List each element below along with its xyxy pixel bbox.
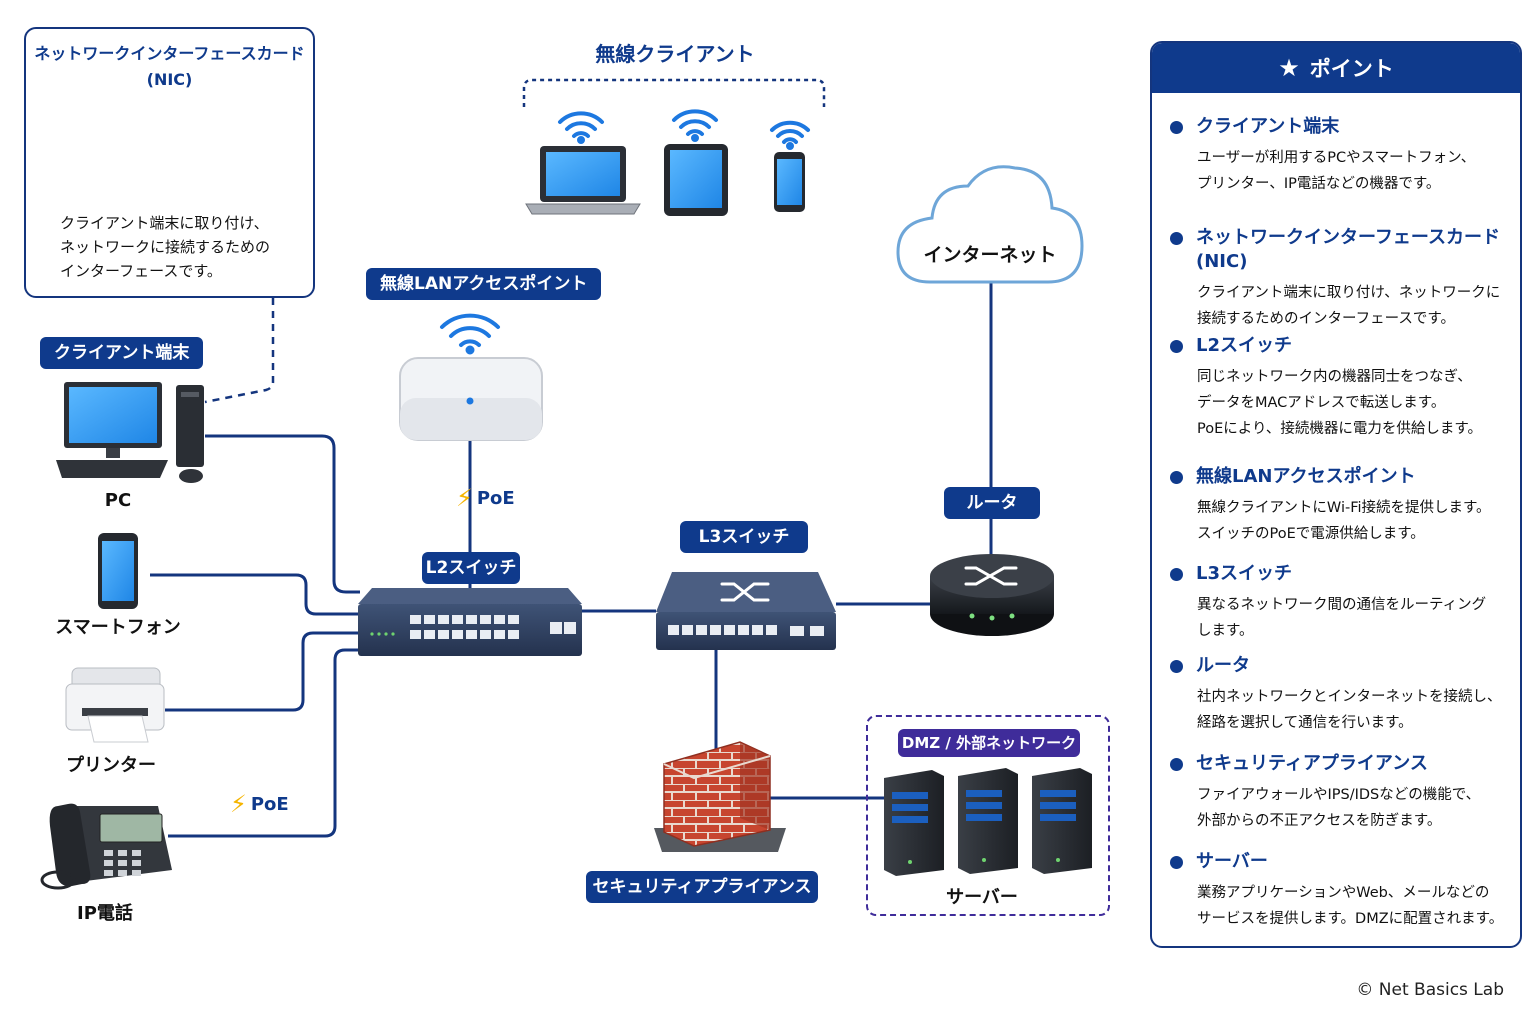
point-line: 経路を選択して通信を行います。 xyxy=(1197,715,1413,731)
nic-dashed-connector xyxy=(204,298,275,404)
router-arrows-icon xyxy=(964,566,1018,586)
point-title: 無線LANアクセスポイント xyxy=(1168,465,1516,489)
l2-switch-image xyxy=(358,588,582,656)
dmz-tag: DMZ / 外部ネットワーク xyxy=(898,729,1080,757)
point-title: ルータ xyxy=(1168,654,1516,678)
point-line: 同じネットワーク内の機器同士をつなぎ、 xyxy=(1197,369,1472,385)
point-line: PoEにより、接続機器に電力を供給します。 xyxy=(1197,421,1482,437)
point-item: サーバー 業務アプリケーションやWeb、メールなどの サービスを提供します。DM… xyxy=(1168,850,1516,932)
printer-image xyxy=(65,667,165,743)
points-header: ★ ポイント xyxy=(1152,43,1520,93)
lightning-icon: ⚡ xyxy=(230,790,247,818)
server-label: サーバー xyxy=(946,887,1018,908)
point-line: サービスを提供します。DMZに配置されます。 xyxy=(1197,911,1504,927)
nic-title-line2: (NIC) xyxy=(146,70,193,89)
point-title: クライアント端末 xyxy=(1168,115,1516,139)
point-line: 業務アプリケーションやWeb、メールなどの xyxy=(1197,885,1490,901)
client-terminal-tag: クライアント端末 xyxy=(40,337,204,369)
switch-arrows-icon xyxy=(720,582,770,602)
point-title: サーバー xyxy=(1168,850,1516,874)
point-item: L3スイッチ 異なるネットワーク間の通信をルーティング します。 xyxy=(1168,562,1516,644)
point-item: 無線LANアクセスポイント 無線クライアントにWi-Fi接続を提供します。 スイ… xyxy=(1168,465,1516,547)
nic-desc-line2: ネットワークに接続するための xyxy=(60,238,271,256)
point-line: 接続するためのインターフェースです。 xyxy=(1197,311,1455,327)
point-title: ネットワークインターフェースカード(NIC) xyxy=(1168,226,1516,274)
wifi-icons xyxy=(440,109,810,355)
copyright: © Net Basics Lab xyxy=(1356,980,1504,1000)
poe-ap-text: PoE xyxy=(476,488,515,509)
lightning-icon: ⚡ xyxy=(456,484,473,512)
point-desc: 無線クライアントにWi-Fi接続を提供します。 スイッチのPoEで電源供給します… xyxy=(1168,495,1516,547)
l2-switch-tag: L2スイッチ xyxy=(422,552,520,584)
point-line: 無線クライアントにWi-Fi接続を提供します。 xyxy=(1197,500,1491,516)
point-line: 社内ネットワークとインターネットを接続し、 xyxy=(1197,689,1502,705)
router-image xyxy=(930,554,1054,636)
smartphone-image xyxy=(98,533,138,609)
point-desc: 同じネットワーク内の機器同士をつなぎ、 データをMACアドレスで転送します。 P… xyxy=(1168,364,1516,442)
point-line: 外部からの不正アクセスを防ぎます。 xyxy=(1197,813,1442,829)
line-ipphone-l2 xyxy=(168,648,360,838)
ip-phone-image xyxy=(40,803,172,890)
line-printer-l2 xyxy=(165,631,360,712)
point-line: プリンター、IP電話などの機器です。 xyxy=(1197,176,1441,192)
point-title: セキュリティアプライアンス xyxy=(1168,752,1516,776)
star-icon: ★ xyxy=(1278,54,1300,82)
point-desc: ファイアウォールやIPS/IDSなどの機能で、 外部からの不正アクセスを防ぎます… xyxy=(1168,782,1516,834)
point-desc: 異なるネットワーク間の通信をルーティング します。 xyxy=(1168,592,1516,644)
firewall-image xyxy=(654,741,786,852)
point-desc: クライアント端末に取り付け、ネットワークに 接続するためのインターフェースです。 xyxy=(1168,280,1516,332)
points-panel: ★ ポイント クライアント端末 ユーザーが利用するPCやスマートフォン、 プリン… xyxy=(1150,41,1522,948)
point-line: クライアント端末に取り付け、ネットワークに xyxy=(1197,285,1501,301)
point-desc: ユーザーが利用するPCやスマートフォン、 プリンター、IP電話などの機器です。 xyxy=(1168,145,1516,197)
phone-image xyxy=(774,152,805,212)
line-pc-l2 xyxy=(205,434,360,594)
point-desc: 社内ネットワークとインターネットを接続し、 経路を選択して通信を行います。 xyxy=(1168,684,1516,736)
point-desc: 業務アプリケーションやWeb、メールなどの サービスを提供します。DMZに配置さ… xyxy=(1168,880,1516,932)
l3-switch-tag: L3スイッチ xyxy=(680,521,808,553)
cloud-image xyxy=(896,165,1084,284)
pc-image xyxy=(56,382,204,483)
poe-ap-label: ⚡PoE xyxy=(456,484,515,512)
nic-desc-line3: インターフェースです。 xyxy=(60,262,222,280)
poe-phone-label: ⚡PoE xyxy=(230,790,289,818)
nic-callout: ネットワークインターフェースカード (NIC) クライアント端末に取り付け、 ネ… xyxy=(24,27,315,298)
l3-switch-image xyxy=(656,572,836,650)
nic-desc-line1: クライアント端末に取り付け、 xyxy=(60,214,269,232)
point-title: L3スイッチ xyxy=(1168,562,1516,586)
point-line: 異なるネットワーク間の通信をルーティング xyxy=(1197,597,1487,613)
printer-label: プリンター xyxy=(66,755,156,776)
ip-phone-label: IP電話 xyxy=(77,903,133,924)
router-tag: ルータ xyxy=(944,487,1040,519)
pc-label: PC xyxy=(104,490,132,511)
wireless-clients-title: 無線クライアント xyxy=(595,42,755,66)
point-item: ネットワークインターフェースカード(NIC) クライアント端末に取り付け、ネット… xyxy=(1168,226,1516,332)
point-line: ユーザーが利用するPCやスマートフォン、 xyxy=(1197,150,1476,166)
connection-lines xyxy=(150,282,993,838)
point-line: ファイアウォールやIPS/IDSなどの機能で、 xyxy=(1197,787,1481,803)
point-item: L2スイッチ 同じネットワーク内の機器同士をつなぎ、 データをMACアドレスで転… xyxy=(1168,334,1516,442)
point-item: ルータ 社内ネットワークとインターネットを接続し、 経路を選択して通信を行います… xyxy=(1168,654,1516,736)
security-appliance-tag: セキュリティアプライアンス xyxy=(586,871,818,903)
nic-description: クライアント端末に取り付け、 ネットワークに接続するための インターフェースです… xyxy=(60,211,310,283)
point-title: L2スイッチ xyxy=(1168,334,1516,358)
point-item: セキュリティアプライアンス ファイアウォールやIPS/IDSなどの機能で、 外部… xyxy=(1168,752,1516,834)
server-rack-image xyxy=(884,768,1092,876)
point-line: します。 xyxy=(1197,623,1254,639)
access-point-image xyxy=(399,357,543,441)
laptop-image xyxy=(525,146,641,215)
nic-title: ネットワークインターフェースカード (NIC) xyxy=(26,41,313,93)
internet-label: インターネット xyxy=(923,244,1057,266)
point-line: スイッチのPoEで電源供給します。 xyxy=(1197,526,1425,542)
wireless-clients-bracket xyxy=(522,78,826,107)
point-line: データをMACアドレスで転送します。 xyxy=(1197,395,1446,411)
poe-phone-text: PoE xyxy=(250,794,289,815)
smartphone-label: スマートフォン xyxy=(55,617,181,638)
nic-title-line1: ネットワークインターフェースカード xyxy=(34,44,305,63)
points-title: ポイント xyxy=(1309,57,1394,81)
point-item: クライアント端末 ユーザーが利用するPCやスマートフォン、 プリンター、IP電話… xyxy=(1168,115,1516,197)
ap-tag: 無線LANアクセスポイント xyxy=(366,268,602,300)
dmz-zone xyxy=(866,715,1110,916)
tablet-image xyxy=(664,144,728,216)
line-phone-l2 xyxy=(150,573,360,616)
